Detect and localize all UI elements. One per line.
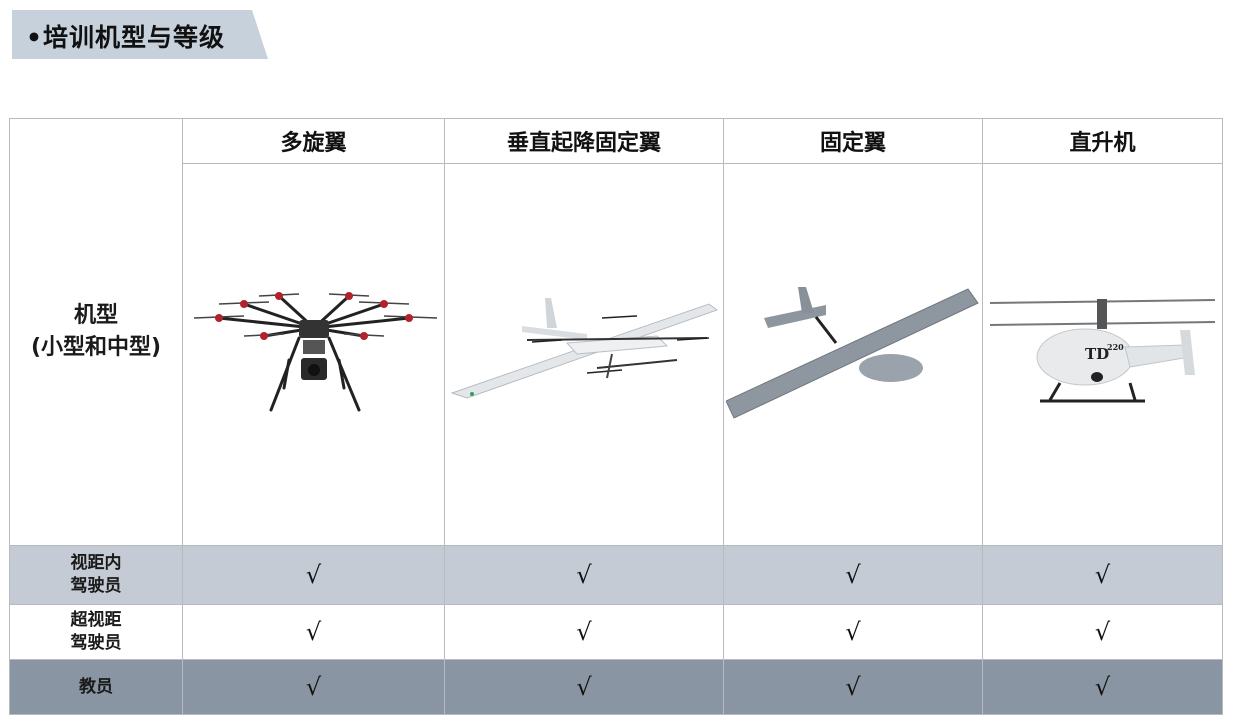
- check-mark: √: [723, 545, 983, 605]
- check-mark: √: [723, 659, 983, 715]
- row-label-line2: 驾驶员: [70, 633, 122, 653]
- multirotor-cell: [182, 163, 445, 546]
- check-mark: √: [982, 545, 1223, 605]
- model-label-line2: (小型和中型): [30, 335, 162, 360]
- check-mark: √: [982, 604, 1223, 660]
- fixed-wing-image: [724, 286, 979, 419]
- row-label-line2: 驾驶员: [70, 576, 122, 596]
- training-table: 机型 (小型和中型) 多旋翼 垂直起降固定翼 固定翼 直升机: [9, 118, 1223, 715]
- helicopter-marking-sup: 220: [1107, 342, 1124, 352]
- table-row: 超视距 驾驶员 √ √ √ √: [9, 604, 1223, 660]
- helicopter-image: TD 220: [989, 299, 1216, 403]
- column-header-helicopter: 直升机: [982, 118, 1223, 164]
- vtol-cell: [444, 163, 724, 546]
- row-label-line1: 教员: [79, 676, 113, 697]
- helicopter-marking: TD: [1085, 345, 1109, 363]
- header-row: 机型 (小型和中型) 多旋翼 垂直起降固定翼 固定翼 直升机: [9, 118, 1223, 546]
- table-row: 教员 √ √ √ √: [9, 659, 1223, 715]
- column-header-multirotor: 多旋翼: [182, 118, 445, 164]
- check-mark: √: [444, 545, 724, 605]
- check-mark: √: [182, 659, 445, 715]
- row-label-line1: 超视距: [70, 610, 122, 630]
- multirotor-drone-image: [193, 291, 437, 411]
- check-mark: √: [182, 604, 445, 660]
- check-mark: √: [444, 604, 724, 660]
- helicopter-cell: TD 220: [982, 163, 1223, 546]
- row-label-line1: 视距内: [70, 553, 122, 573]
- model-row-label: 机型 (小型和中型): [9, 118, 183, 546]
- image-row: TD 220: [10, 163, 1223, 546]
- table-row: 视距内 驾驶员 √ √ √ √: [9, 545, 1223, 605]
- column-header-fixed-wing: 固定翼: [723, 118, 983, 164]
- check-mark: √: [982, 659, 1223, 715]
- vtol-fixed-wing-image: [449, 297, 718, 399]
- column-header-vtol: 垂直起降固定翼: [444, 118, 724, 164]
- check-mark: √: [723, 604, 983, 660]
- section-title: •培训机型与等级: [26, 23, 225, 52]
- check-mark: √: [444, 659, 724, 715]
- row-label-beyond-visual-line-pilot: 超视距 驾驶员: [9, 604, 183, 660]
- check-mark: √: [182, 545, 445, 605]
- section-title-banner: •培训机型与等级: [12, 10, 268, 59]
- fixed-wing-cell: [723, 163, 983, 546]
- model-label-line1: 机型: [73, 303, 118, 328]
- row-label-visual-line-pilot: 视距内 驾驶员: [9, 545, 183, 605]
- row-label-instructor: 教员: [9, 659, 183, 715]
